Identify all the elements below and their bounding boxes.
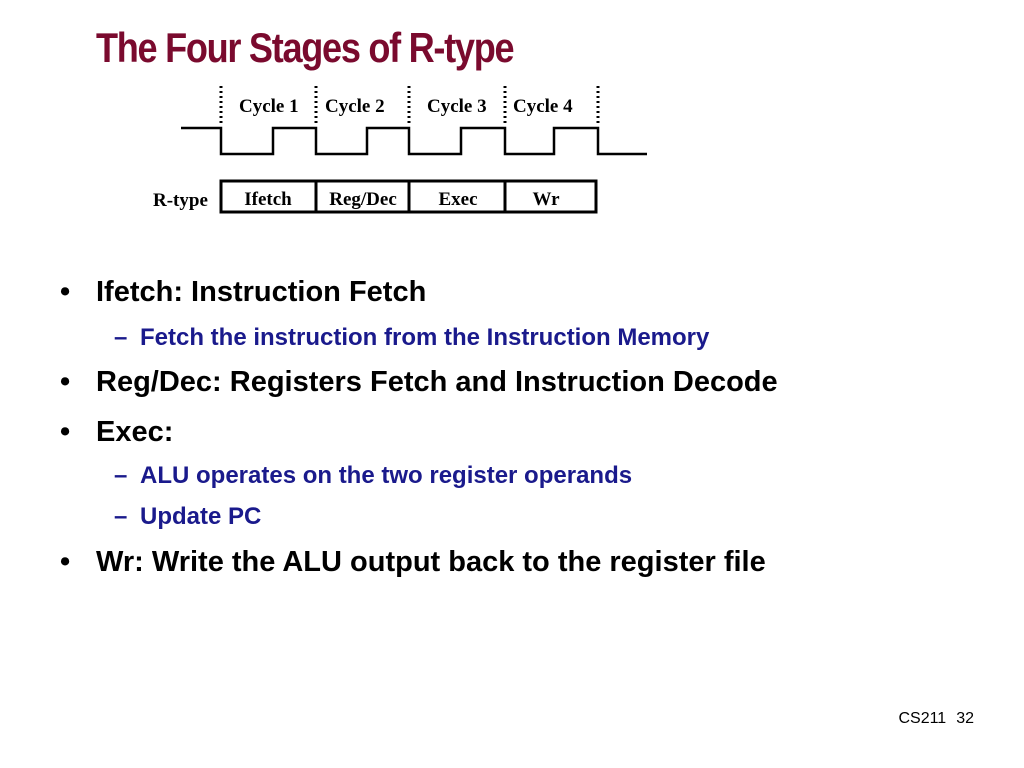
stage-box-regdec bbox=[314, 179, 411, 214]
slide-footer: CS211 32 bbox=[898, 710, 974, 728]
page-title: The Four Stages of R-type bbox=[96, 24, 515, 71]
course-label: CS211 bbox=[898, 710, 947, 727]
bullet-text: Reg/Dec: Registers Fetch and Instruction… bbox=[96, 366, 778, 398]
cycle-label: Cycle 4 bbox=[513, 96, 573, 117]
bullet-item: •Ifetch: Instruction Fetch bbox=[60, 276, 427, 308]
bullet-text: Ifetch: Instruction Fetch bbox=[96, 276, 427, 308]
stage-box-wr bbox=[503, 179, 598, 214]
bullet-text: Exec: bbox=[96, 416, 174, 448]
clock-waveform bbox=[181, 126, 647, 156]
row-label: R-type bbox=[153, 190, 208, 211]
stage-box-exec bbox=[407, 179, 507, 214]
bullet-item: •Wr: Write the ALU output back to the re… bbox=[60, 546, 766, 578]
sub-bullet-item: –Update PC bbox=[114, 503, 262, 530]
stage-label: Ifetch bbox=[244, 189, 292, 210]
cycle-boundaries bbox=[219, 86, 600, 124]
page-number: 32 bbox=[956, 710, 974, 727]
timing-diagram: Cycle 1 Cycle 2 Cycle 3 Cycle 4 R-type I… bbox=[153, 86, 647, 214]
sub-bullet-item: –ALU operates on the two register operan… bbox=[114, 462, 633, 489]
cycle-label: Cycle 1 bbox=[239, 96, 299, 117]
bullet-item: •Reg/Dec: Registers Fetch and Instructio… bbox=[60, 366, 778, 398]
cycle-label: Cycle 3 bbox=[427, 96, 487, 117]
stage-label: Exec bbox=[438, 189, 477, 210]
sub-bullet-text: Fetch the instruction from the Instructi… bbox=[140, 324, 710, 351]
stage-label: Reg/Dec bbox=[329, 189, 397, 210]
bullet-item: •Exec: bbox=[60, 416, 174, 448]
sub-bullet-item: –Fetch the instruction from the Instruct… bbox=[114, 324, 710, 351]
cycle-label: Cycle 2 bbox=[325, 96, 385, 117]
sub-bullet-text: Update PC bbox=[140, 503, 262, 530]
stage-boxes bbox=[219, 179, 598, 214]
stage-label: Wr bbox=[532, 189, 560, 210]
bullet-text: Wr: Write the ALU output back to the reg… bbox=[96, 546, 766, 578]
sub-bullet-text: ALU operates on the two register operand… bbox=[140, 462, 633, 489]
